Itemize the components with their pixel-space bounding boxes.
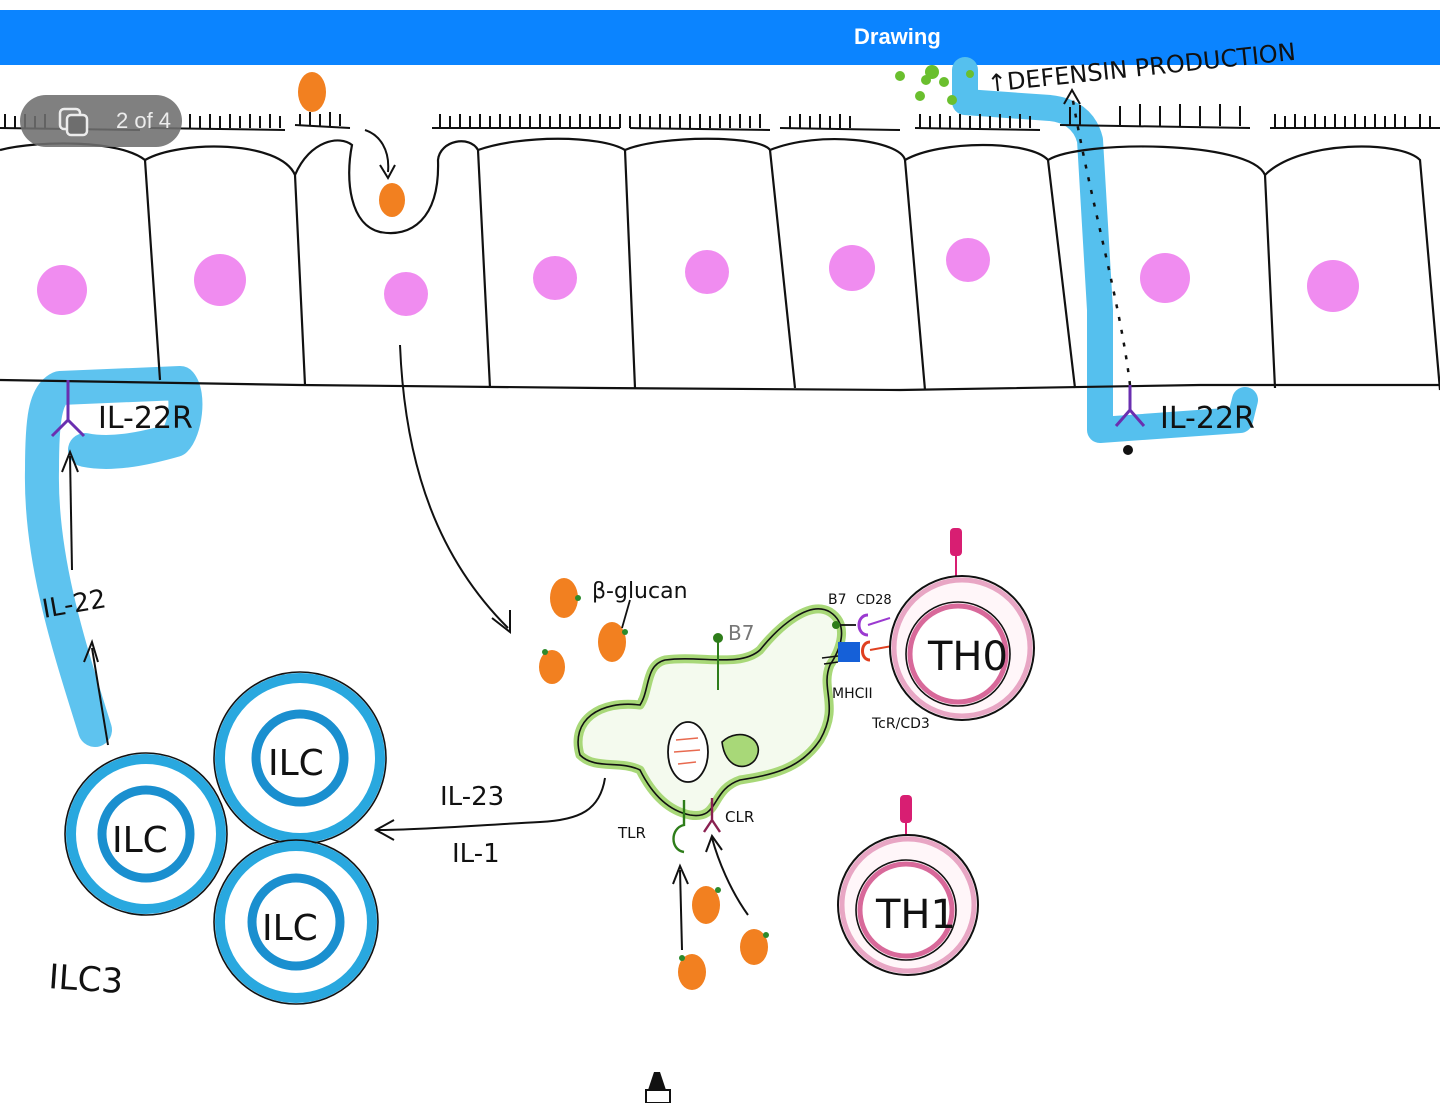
il22r-left-label: IL-22R: [98, 401, 193, 436]
b7-marker: [713, 633, 723, 690]
il22r-right-label: IL-22R: [1160, 401, 1255, 436]
title-bar: Drawing: [0, 10, 1440, 65]
tlr-label: TLR: [617, 824, 646, 842]
ilc-label-top: ILC: [268, 743, 324, 784]
th0-label: TH0: [927, 634, 1008, 680]
defensin-particles: [895, 65, 974, 105]
defensin-label: ↑DEFENSIN PRODUCTION: [986, 38, 1297, 98]
th1-cell: TH1: [837, 795, 979, 976]
epithelial-layer: [0, 137, 1440, 392]
microbe-entering: [379, 183, 405, 217]
page-indicator-label: 2 of 4: [116, 108, 172, 133]
ilc-cell-top: ILC: [213, 671, 387, 845]
il22r-left-receptor: [50, 380, 86, 438]
clr-label: CLR: [725, 808, 754, 826]
tcr-cd3-label: TcR/CD3: [871, 716, 930, 732]
page-indicator-button[interactable]: 2 of 4: [20, 95, 182, 147]
pen-tool-icon[interactable]: [645, 1072, 671, 1103]
ilc-cell-left: ILC: [64, 752, 228, 916]
b7-label: B7: [728, 621, 754, 645]
microvilli: [0, 104, 1440, 131]
pages-copy-icon: [58, 107, 89, 137]
il22r-right-receptor: [1114, 385, 1146, 427]
th1-label: TH1: [875, 892, 956, 938]
clr-receptor: [703, 798, 721, 833]
mhc2-label: MHCII: [832, 686, 873, 702]
basement-line: [0, 378, 1440, 392]
tlr-receptor: [672, 800, 686, 854]
il1-label: IL-1: [452, 839, 500, 869]
il22-highlight-left: [24, 366, 203, 747]
microbe-lumen: [298, 72, 326, 112]
th0-cell: TH0: [889, 528, 1035, 721]
il23-label: IL-23: [440, 782, 504, 812]
il22-highlight-right: [952, 57, 1258, 443]
dendritic-cell-outline: [577, 608, 843, 817]
b7-small-label: B7: [828, 592, 847, 608]
ilc-cell-bottom: ILC: [213, 839, 379, 1005]
nuclei: [37, 238, 1359, 316]
dc-organelles: [667, 721, 759, 783]
app-title: Drawing: [854, 24, 941, 49]
ilc3-group-label: ILC3: [47, 957, 124, 1002]
beta-glucan-label: β-glucan: [592, 579, 688, 604]
immune-synapse: [821, 613, 893, 665]
cd28-label: CD28: [856, 593, 892, 608]
ilc-label-bottom: ILC: [262, 908, 318, 949]
ilc-label-left: ILC: [112, 820, 168, 861]
